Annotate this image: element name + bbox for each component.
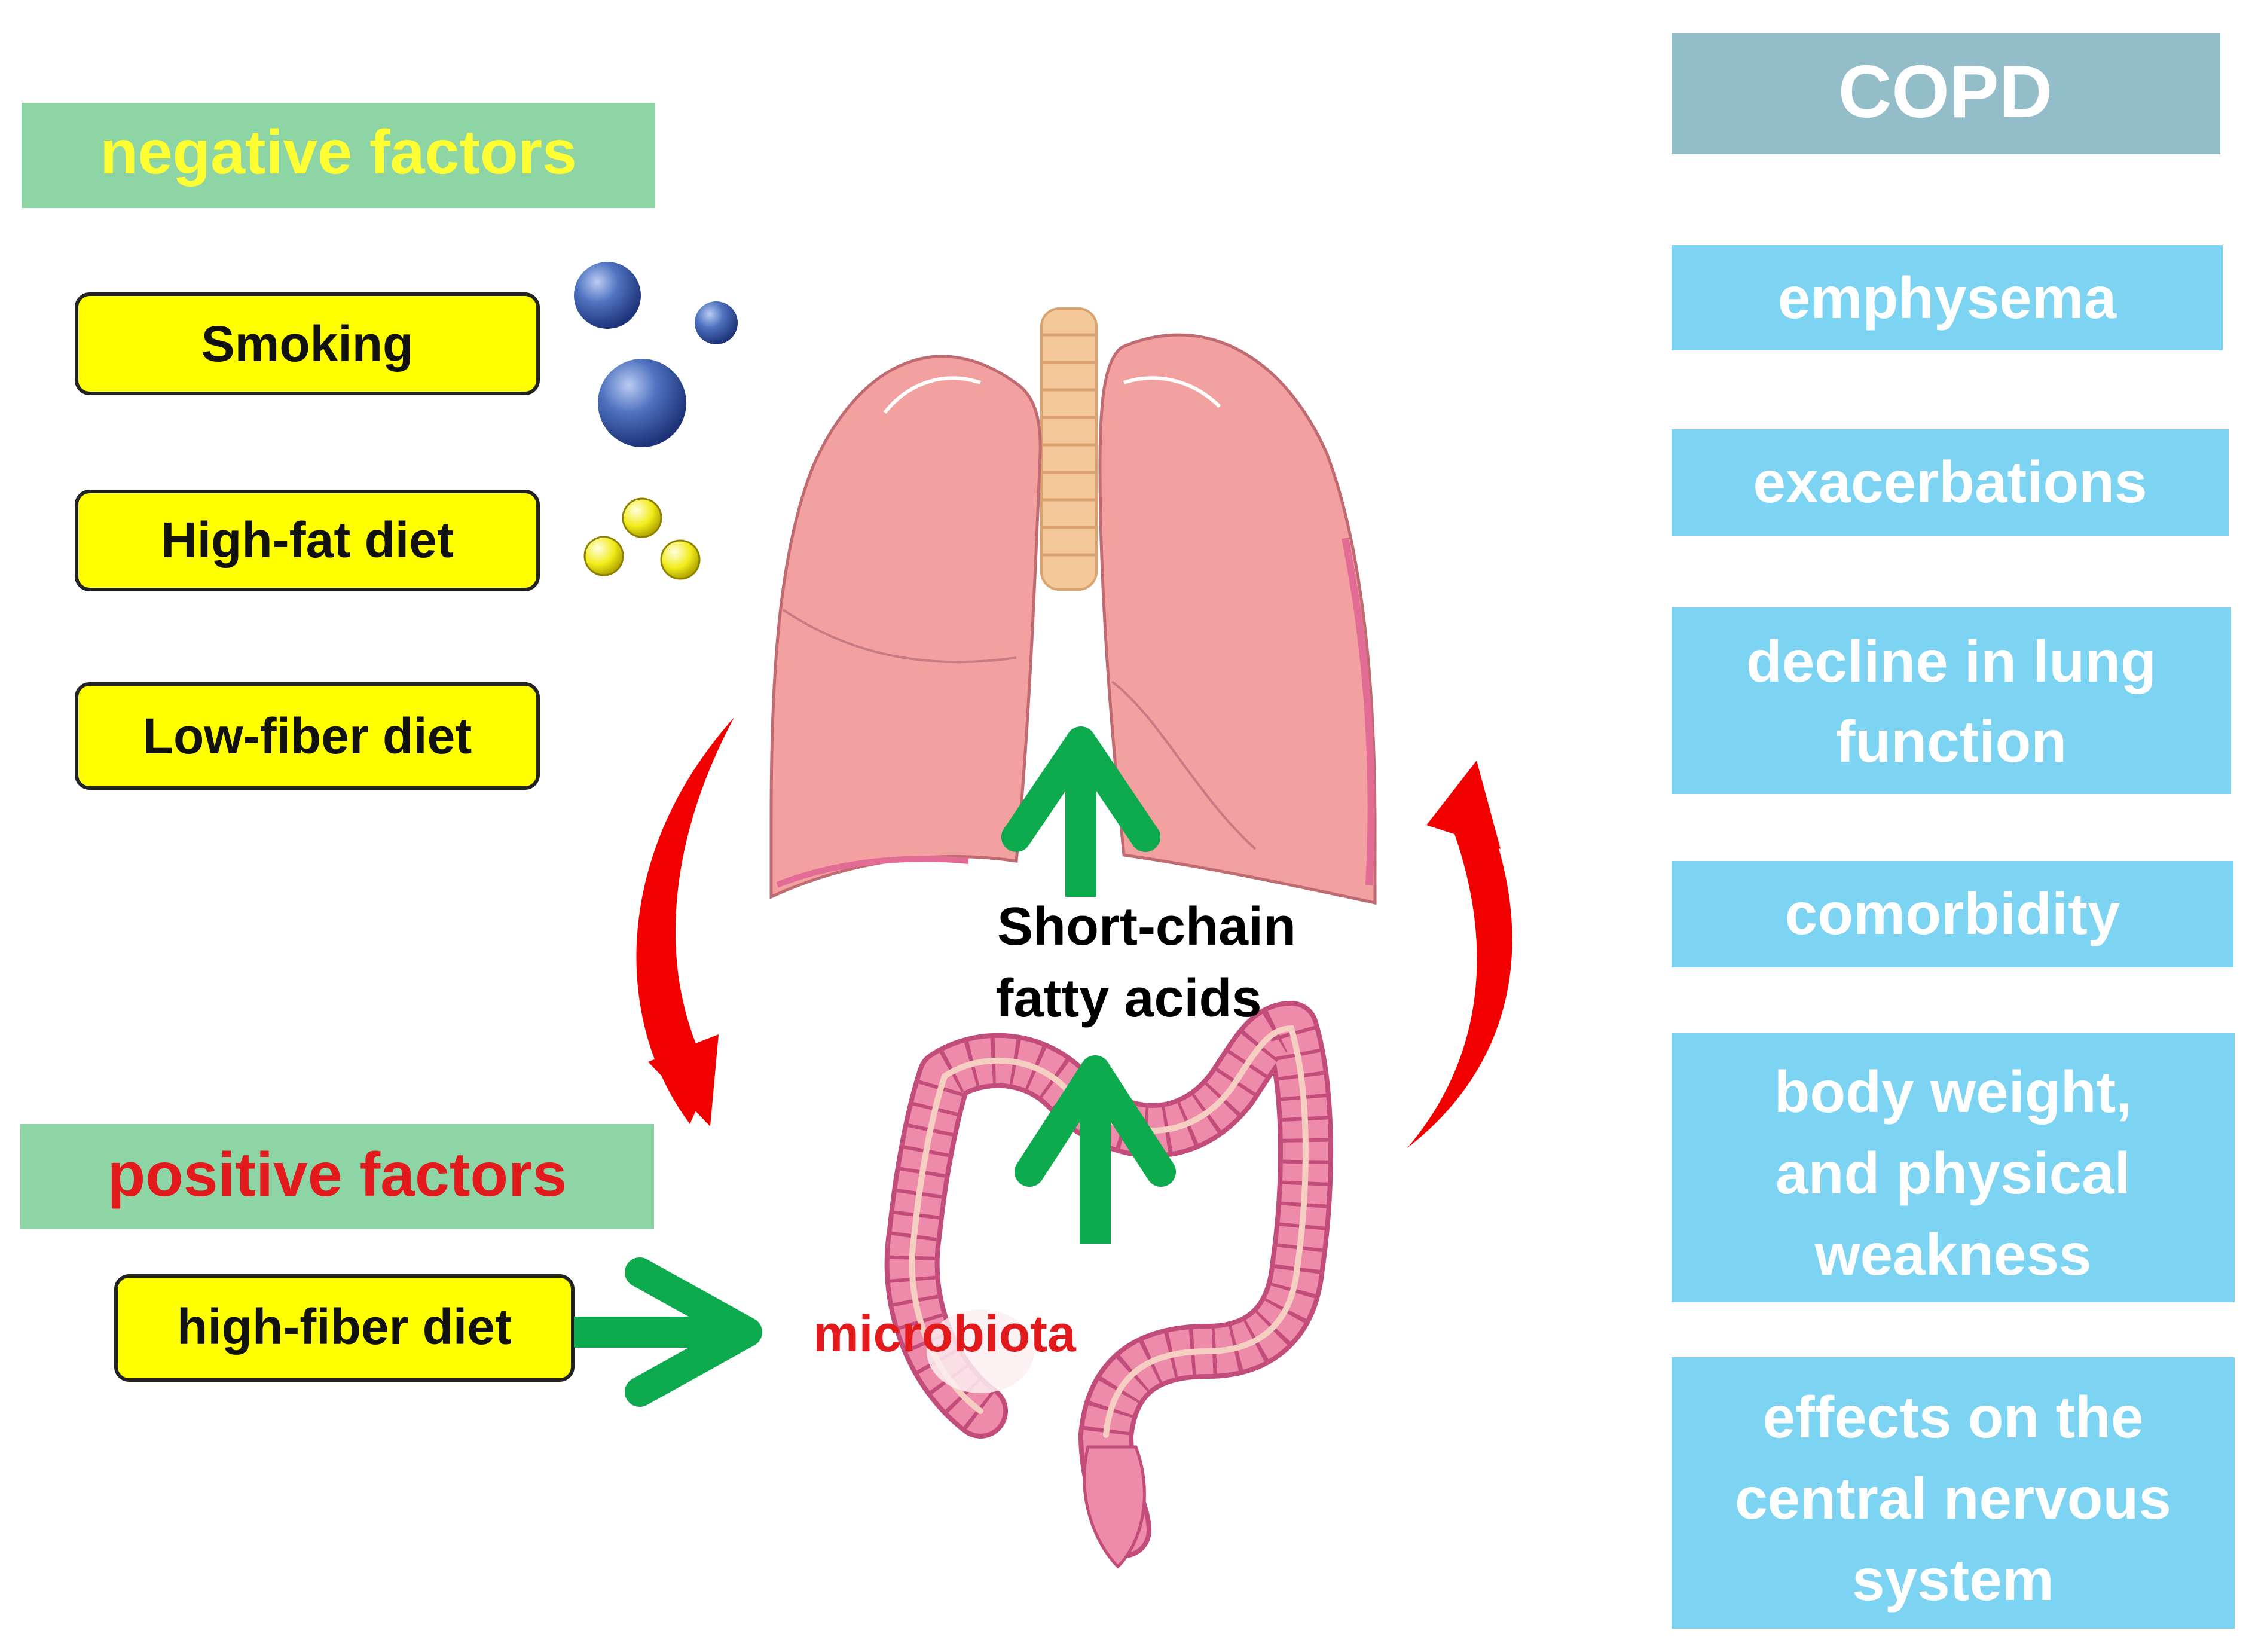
copd-title-box bbox=[1672, 33, 2220, 154]
copd-outcome-label: effects on the bbox=[1762, 1384, 2143, 1450]
copd-outcome-label: system bbox=[1852, 1547, 2054, 1613]
copd-outcomes-group: COPD emphysema exacerbations decline in … bbox=[1672, 33, 2235, 1629]
copd-title: COPD bbox=[1838, 51, 2052, 133]
negative-factor-label: Smoking bbox=[201, 316, 414, 372]
fat-droplets-icon bbox=[583, 497, 701, 580]
scfa-label-line1: Short-chain bbox=[997, 897, 1296, 957]
copd-outcome-label: body weight, bbox=[1774, 1059, 2132, 1125]
appendix-icon bbox=[927, 1309, 1034, 1393]
fiber-to-microbiota-arrow-icon bbox=[574, 1257, 762, 1407]
copd-outcome-body-weight-weakness: body weight, and physical weakness bbox=[1672, 1033, 2235, 1302]
positive-factors-group: positive factors high-fiber diet bbox=[20, 1124, 654, 1382]
copd-outcome-lung-function-decline: decline in lung function bbox=[1672, 607, 2231, 794]
lungs-icon bbox=[769, 307, 1377, 905]
copd-outcome-label: decline in lung bbox=[1746, 628, 2156, 694]
trachea-icon bbox=[1040, 307, 1098, 591]
smoke-particles-icon bbox=[574, 262, 738, 447]
copd-outcome-label: and physical bbox=[1776, 1140, 2131, 1206]
copd-outcome-label: exacerbations bbox=[1753, 449, 2147, 515]
positive-factors-header: positive factors bbox=[108, 1140, 567, 1210]
copd-outcome-label: comorbidity bbox=[1785, 881, 2120, 946]
copd-outcome-label: emphysema bbox=[1778, 265, 2117, 331]
gut-to-scfa-arrow-icon bbox=[1015, 1055, 1176, 1244]
scfa-to-lung-arrow-icon bbox=[1001, 726, 1160, 897]
positive-factor-high-fiber-diet: high-fiber diet bbox=[114, 1274, 575, 1382]
copd-outcome-label: function bbox=[1836, 709, 2067, 774]
copd-outcome-exacerbations: exacerbations bbox=[1672, 429, 2229, 536]
cycle-arrow-right-icon bbox=[1407, 761, 1512, 1148]
scfa-label-line2: fatty acids bbox=[995, 969, 1261, 1028]
negative-factors-header: negative factors bbox=[100, 118, 577, 187]
intestine-icon bbox=[884, 1001, 1333, 1569]
cycle-arrow-left-icon bbox=[636, 717, 734, 1126]
positive-factor-label: high-fiber diet bbox=[177, 1299, 512, 1355]
left-lung-icon bbox=[769, 355, 1042, 899]
negative-factor-high-fat-diet: High-fat diet bbox=[75, 490, 540, 591]
negative-factor-label: High-fat diet bbox=[161, 512, 454, 568]
microbiota-label: microbiota bbox=[813, 1305, 1077, 1363]
copd-outcome-label: central nervous bbox=[1735, 1465, 2171, 1531]
right-lung-icon bbox=[1098, 333, 1377, 905]
negative-factor-smoking: Smoking bbox=[75, 292, 540, 395]
negative-factors-header-box bbox=[22, 103, 655, 208]
positive-factors-header-box bbox=[20, 1124, 654, 1229]
negative-factors-group: negative factors Smoking High-fat diet L… bbox=[22, 103, 738, 790]
copd-outcome-label: weakness bbox=[1814, 1222, 2091, 1287]
negative-factor-low-fiber-diet: Low-fiber diet bbox=[75, 682, 540, 790]
copd-outcome-cns-effects: effects on the central nervous system bbox=[1672, 1357, 2235, 1629]
copd-outcome-comorbidity: comorbidity bbox=[1672, 861, 2233, 967]
negative-factor-label: Low-fiber diet bbox=[143, 708, 472, 764]
copd-outcome-emphysema: emphysema bbox=[1672, 245, 2223, 350]
